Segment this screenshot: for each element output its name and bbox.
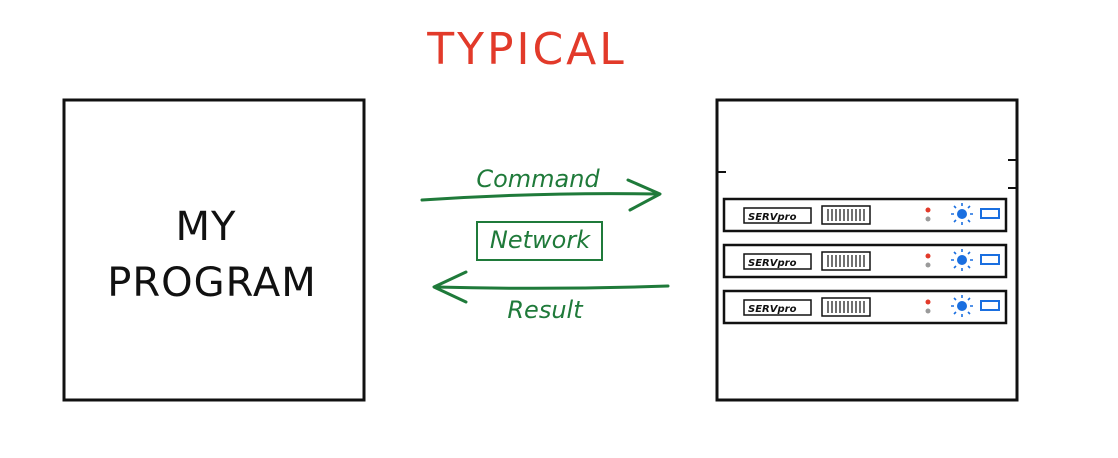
drive-bay-slots [827, 209, 865, 221]
server-unit: SERVpro [722, 243, 1008, 279]
server-brand-plate [743, 253, 812, 270]
gray-led [925, 262, 931, 268]
command-arrow-head [626, 178, 662, 212]
result-arrow: Result [432, 270, 670, 324]
server-brand-label: SERVpro [748, 212, 797, 223]
result-arrow-line [434, 284, 670, 290]
red-led [925, 207, 931, 213]
program-box-line2: PROGRAM [107, 260, 316, 306]
server-brand-plate [743, 207, 812, 224]
server-brand-label: SERVpro [748, 258, 797, 269]
diagram-title: TYPICAL [426, 24, 627, 75]
command-arrow-line [420, 192, 660, 202]
server-unit-frame [722, 197, 1008, 233]
drive-bay-slots [827, 255, 865, 267]
drive-bay [821, 251, 871, 271]
gray-led [925, 308, 931, 314]
program-box-line1: MY [176, 204, 237, 250]
server-brand-label: SERVpro [748, 304, 797, 315]
server-rack-outline [715, 98, 1019, 402]
status-light-icon [951, 249, 973, 271]
drive-bay [821, 205, 871, 225]
server-unit-frame [722, 289, 1008, 325]
server-unit-frame [722, 243, 1008, 279]
command-arrow: Command [420, 165, 662, 212]
red-led [925, 299, 931, 305]
program-box-outline [62, 98, 366, 402]
status-light-icon [951, 295, 973, 317]
network-box: Network [476, 221, 603, 261]
port-icon [980, 208, 1000, 219]
command-label: Command [476, 165, 600, 193]
server-unit: SERVpro [722, 197, 1008, 233]
server-brand-plate [743, 299, 812, 316]
red-led [925, 253, 931, 259]
drive-bay [821, 297, 871, 317]
drive-bay-slots [827, 301, 865, 313]
result-arrow-head [432, 270, 468, 304]
port-icon [980, 254, 1000, 265]
network-label: Network [490, 226, 591, 254]
program-box: MY PROGRAM [62, 98, 366, 402]
gray-led [925, 216, 931, 222]
status-light-icon [951, 203, 973, 225]
result-label: Result [507, 296, 584, 324]
network-box-outline [476, 221, 603, 261]
server-rack: SERVpro SERVpro [715, 98, 1019, 402]
port-icon [980, 300, 1000, 311]
server-unit: SERVpro [722, 289, 1008, 325]
